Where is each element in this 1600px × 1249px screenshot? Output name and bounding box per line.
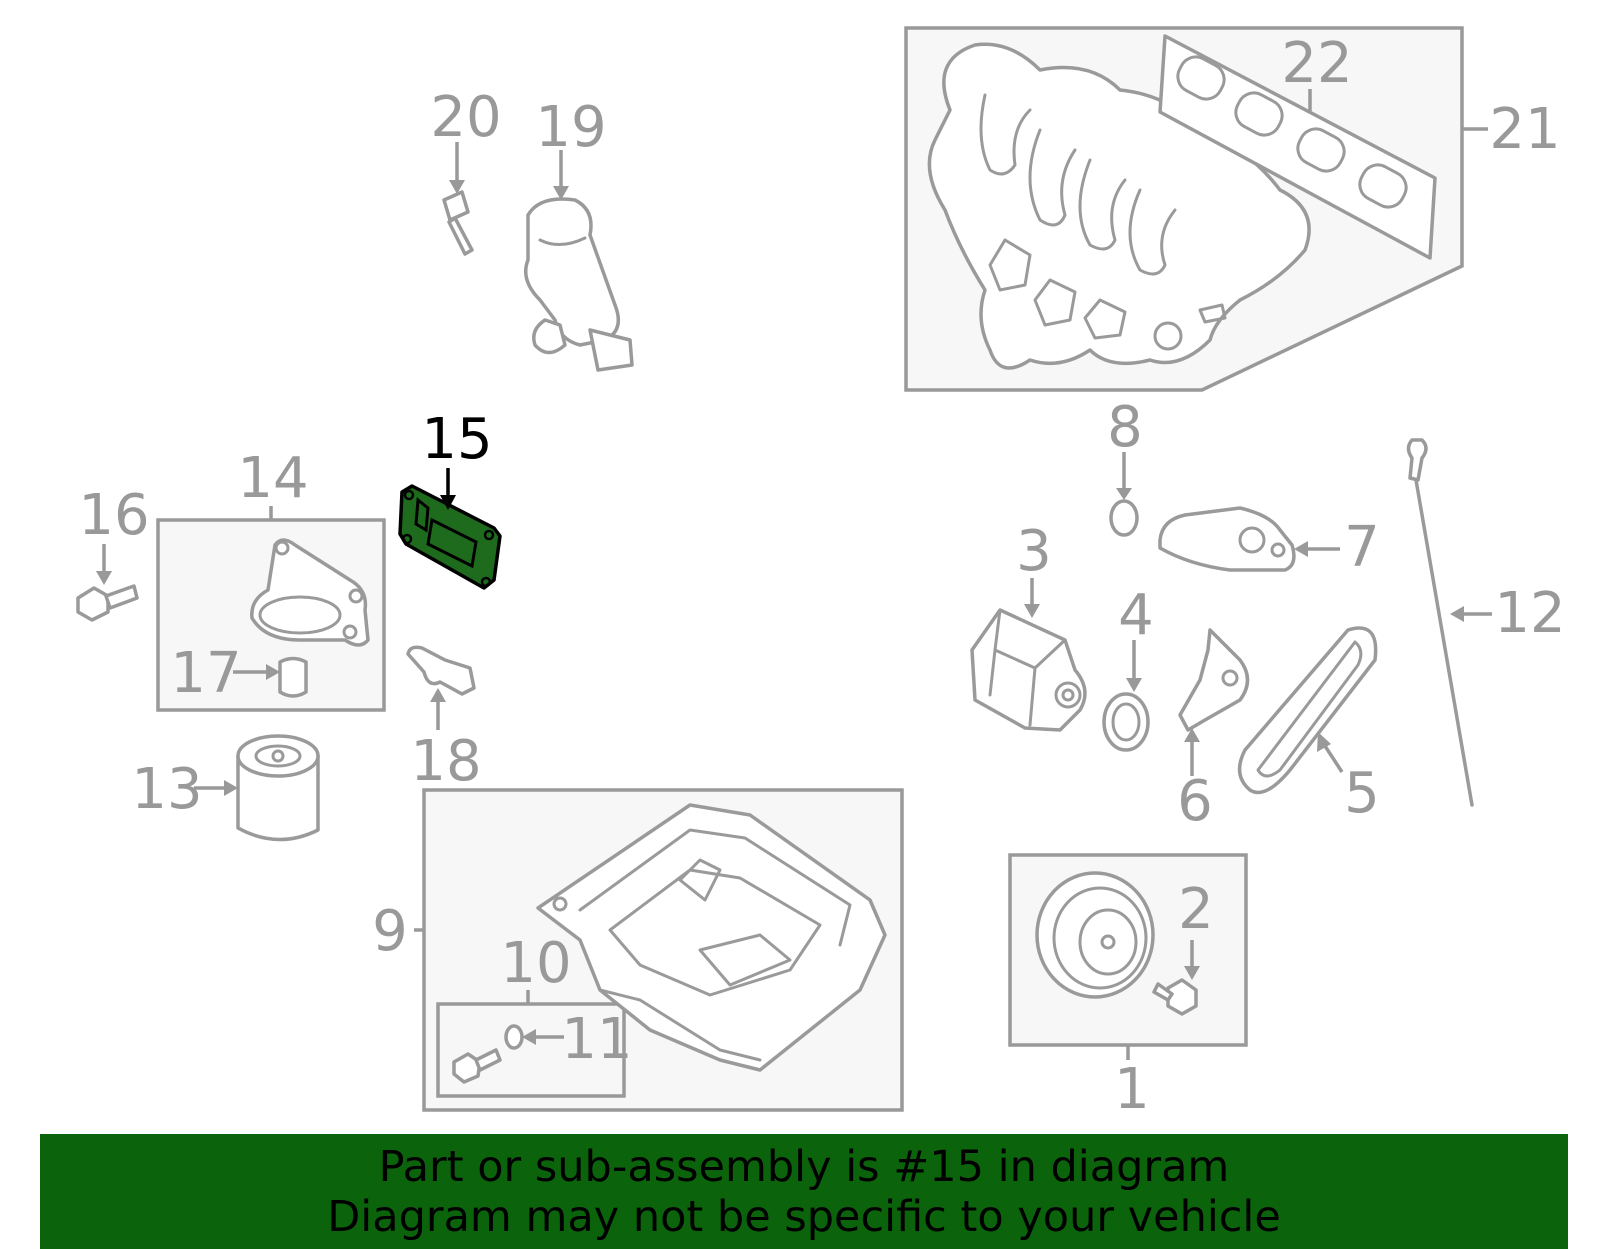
callout-9: 9 [372, 899, 408, 964]
manifold-gasket-part [1158, 34, 1437, 260]
callout-18: 18 [410, 729, 481, 794]
sleeve-17-part [278, 656, 308, 698]
drain-plug-10-part [452, 1048, 502, 1084]
dipstick-12-part [1406, 438, 1474, 807]
oil-filter-adapter-part [250, 538, 370, 647]
bolt-2-part [1152, 978, 1198, 1016]
callout-19: 19 [535, 95, 606, 160]
bolt-20-part [442, 190, 474, 256]
callout-8: 8 [1107, 395, 1143, 460]
callout-15: 15 [421, 407, 492, 472]
sensor-18-part [406, 645, 476, 696]
callout-13: 13 [131, 757, 202, 822]
banner-line-2: Diagram may not be specific to your vehi… [327, 1191, 1281, 1242]
pulley-1-part [1035, 871, 1155, 999]
callout-22: 22 [1281, 31, 1352, 96]
bolt-16-part [76, 584, 139, 622]
callout-12: 12 [1494, 581, 1565, 646]
o-ring-11-part [504, 1024, 524, 1050]
callout-3: 3 [1016, 519, 1052, 584]
callout-17: 17 [170, 641, 241, 706]
callout-2: 2 [1178, 877, 1214, 942]
intake-manifold-part [927, 42, 1311, 370]
o-ring-8-part [1109, 499, 1139, 537]
callout-10: 10 [500, 931, 571, 996]
callout-21: 21 [1489, 97, 1560, 162]
gasket-15-part [398, 484, 502, 590]
banner-line-1: Part or sub-assembly is #15 in diagram [378, 1141, 1230, 1192]
oil-pump-3-part [970, 608, 1087, 732]
chain-5-part [1237, 626, 1378, 795]
tensioner-6-part [1178, 628, 1250, 732]
leader-lines [96, 89, 1492, 1060]
sprocket-4-part [1102, 692, 1150, 752]
callout-7: 7 [1344, 515, 1380, 580]
callout-14: 14 [237, 446, 308, 511]
callout-20: 20 [430, 85, 501, 150]
callout-1: 1 [1114, 1057, 1150, 1122]
pump-cover-7-part [1158, 506, 1296, 572]
info-banner: Part or sub-assembly is #15 in diagram D… [40, 1134, 1568, 1249]
oil-pan-9-part [536, 803, 887, 1072]
callout-5: 5 [1344, 761, 1380, 826]
callout-11: 11 [561, 1007, 632, 1072]
callout-4: 4 [1118, 583, 1154, 648]
callout-16: 16 [78, 483, 149, 548]
solenoid-19-part [524, 197, 634, 372]
oil-filter-13-part [236, 734, 320, 842]
callout-6: 6 [1177, 769, 1213, 834]
